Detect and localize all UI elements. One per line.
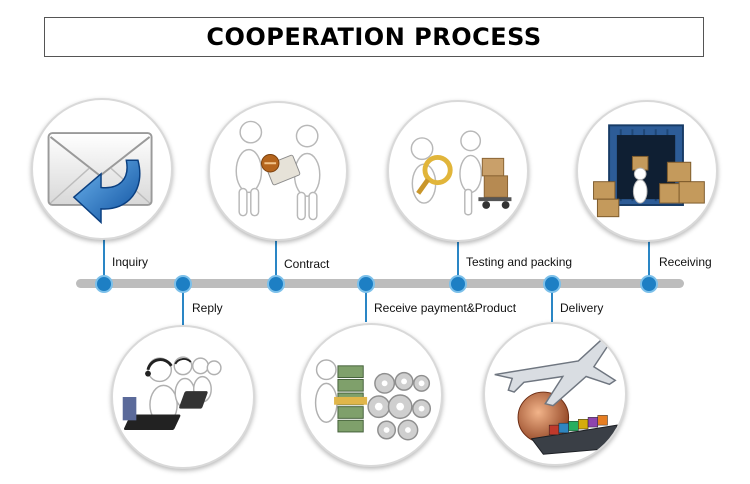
step-label-reply: Reply: [192, 301, 223, 315]
timeline-node-delivery: [543, 275, 561, 293]
timeline-node-contract: [267, 275, 285, 293]
connector-contract: [275, 237, 277, 282]
page-title-box: COOPERATION PROCESS: [44, 17, 704, 57]
payment-illustration: [299, 323, 443, 467]
step-label-contract: Contract: [284, 257, 330, 271]
connector-payment: [365, 286, 367, 322]
page-title: COOPERATION PROCESS: [206, 23, 542, 51]
receiving-illustration: [576, 100, 718, 242]
connector-testing: [457, 238, 459, 282]
timeline-node-payment: [357, 275, 375, 293]
connector-receiving: [648, 237, 650, 282]
inquiry-illustration: [31, 98, 173, 240]
timeline-node-testing: [449, 275, 467, 293]
timeline-node-inquiry: [95, 275, 113, 293]
step-label-delivery: Delivery: [560, 301, 604, 315]
step-label-payment: Receive payment&Product: [374, 301, 517, 315]
step-label-receiving: Receiving: [659, 255, 712, 269]
delivery-illustration: [483, 322, 627, 466]
reply-illustration: [111, 325, 255, 469]
connector-inquiry: [103, 234, 105, 282]
testing-illustration: [387, 100, 529, 242]
step-label-inquiry: Inquiry: [112, 255, 149, 269]
connector-delivery: [551, 286, 553, 322]
contract-handshake-icon: [235, 120, 321, 221]
magnifier-inspection-icon: [410, 130, 512, 216]
container-boxes-icon: [593, 124, 705, 218]
call-center-icon: [122, 356, 222, 431]
airplane-globe-ship-icon: [494, 338, 618, 455]
connector-reply: [182, 286, 184, 332]
timeline-node-reply: [174, 275, 192, 293]
timeline-node-receiving: [640, 275, 658, 293]
payment-gears-icon: [314, 359, 432, 441]
step-label-testing: Testing and packing: [466, 255, 573, 269]
process-timeline: [76, 279, 684, 288]
contract-illustration: [208, 101, 348, 241]
envelope-reply-icon: [47, 132, 153, 225]
